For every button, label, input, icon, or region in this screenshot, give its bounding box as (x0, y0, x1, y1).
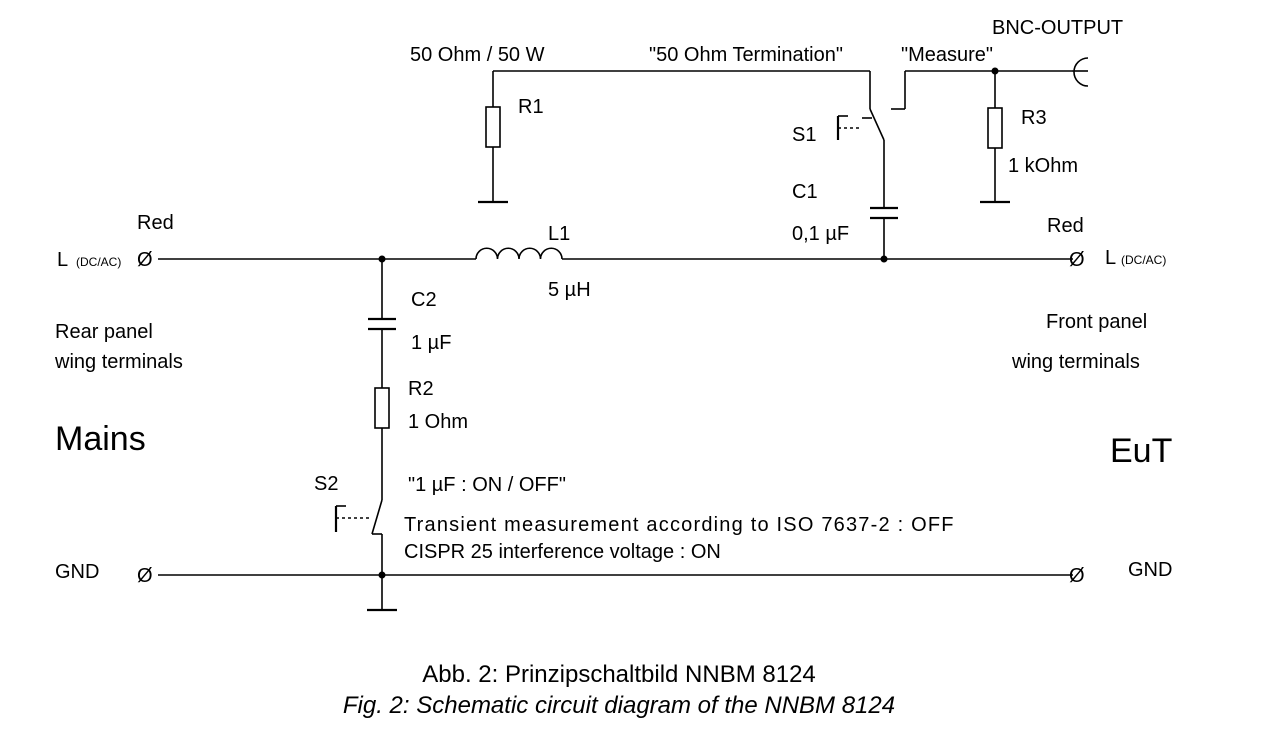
terminal-gnd-left: Ø (137, 565, 153, 587)
measure-label: "Measure" (901, 44, 993, 66)
junction-dot (880, 255, 888, 263)
resistor-r1 (485, 106, 501, 148)
r2-label: R2 (408, 378, 434, 400)
c1-value-label: 0,1 µF (792, 223, 849, 245)
terminal-l-right: Ø (1069, 249, 1085, 271)
junction-dot (378, 571, 386, 579)
caption-german: Abb. 2: Prinzipschaltbild NNBM 8124 (422, 661, 816, 688)
transient-measurement-label: Transient measurement according to ISO 7… (404, 514, 955, 536)
resistor-r2 (374, 387, 390, 429)
c2-value-label: 1 µF (411, 332, 451, 354)
caption-english: Fig. 2: Schematic circuit diagram of the… (343, 692, 895, 719)
l1-label: L1 (548, 223, 570, 245)
rear-panel-label-line1: Rear panel (55, 321, 153, 343)
front-panel-label-line2: wing terminals (1011, 351, 1140, 373)
capacitor-c1 (870, 206, 898, 220)
l-right-label: L (1105, 247, 1116, 269)
resistor-r3 (987, 107, 1003, 149)
termination-label: "50 Ohm Termination" (649, 44, 843, 66)
r3-value-label: 1 kOhm (1008, 155, 1078, 177)
l1-value-label: 5 µH (548, 279, 591, 301)
l-left-sub-label: (DC/AC) (76, 255, 121, 269)
s2-label: S2 (314, 473, 338, 495)
rear-panel-label-line2: wing terminals (54, 351, 183, 373)
r1-label: R1 (518, 96, 544, 118)
l-left-label: L (57, 249, 68, 271)
s2-function-label: "1 µF : ON / OFF" (408, 474, 566, 496)
r2-value-label: 1 Ohm (408, 411, 468, 433)
terminal-l-left: Ø (137, 249, 153, 271)
switch-s1 (836, 108, 885, 141)
bnc-connector-icon (1072, 57, 1089, 87)
front-panel-label-line1: Front panel (1046, 311, 1147, 333)
c2-label: C2 (411, 289, 437, 311)
red-right-label: Red (1047, 215, 1084, 237)
junction-dot (991, 67, 999, 75)
capacitor-c2 (368, 317, 396, 331)
bnc-output-label: BNC-OUTPUT (992, 17, 1123, 39)
s1-label: S1 (792, 124, 816, 146)
mains-label: Mains (55, 420, 146, 458)
red-left-label: Red (137, 212, 174, 234)
l-right-sub-label: (DC/AC) (1121, 253, 1166, 267)
junction-dot (378, 255, 386, 263)
c1-label: C1 (792, 181, 818, 203)
gnd-left-label: GND (55, 561, 99, 583)
gnd-right-label: GND (1128, 559, 1172, 581)
r1-rating-label: 50 Ohm / 50 W (410, 44, 545, 66)
cispr-label: CISPR 25 interference voltage : ON (404, 541, 721, 563)
junctions (378, 67, 999, 579)
r3-label: R3 (1021, 107, 1047, 129)
terminal-gnd-right: Ø (1069, 565, 1085, 587)
inductor-l1 (475, 247, 563, 260)
switch-s2 (334, 499, 383, 535)
eut-label: EuT (1110, 432, 1172, 470)
